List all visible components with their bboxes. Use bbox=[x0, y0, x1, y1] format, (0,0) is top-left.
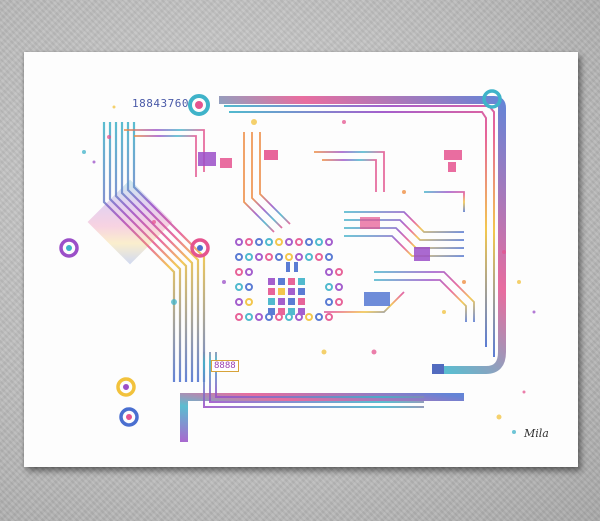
artist-signature: Mila bbox=[524, 427, 549, 440]
circuit-artwork bbox=[59, 89, 536, 447]
pad-grid bbox=[235, 238, 343, 321]
serial-number-label: 18843760 bbox=[132, 97, 189, 110]
art-canvas: 18843760 8888 Mila bbox=[24, 52, 578, 467]
segment-display: 8888 bbox=[211, 360, 239, 372]
